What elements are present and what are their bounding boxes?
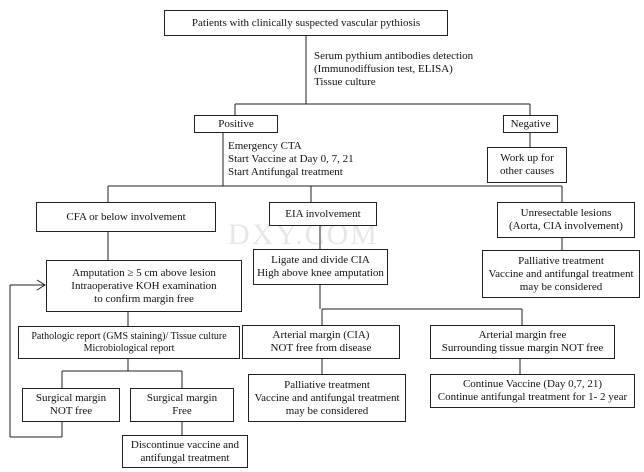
root-text: Patients with clinically suspected vascu… bbox=[191, 16, 421, 29]
palliative-top-line-2: Vaccine and antifungal treatment bbox=[488, 267, 634, 280]
ligate-line-1: Ligate and divide CIA bbox=[271, 254, 370, 266]
cfa-node: CFA or below involvement bbox=[36, 202, 216, 232]
surg-not-free-line-2: NOT free bbox=[49, 405, 93, 417]
palliative-mid-line-3: may be considered bbox=[285, 404, 369, 417]
unresectable-line-2: (Aorta, CIA involvement) bbox=[509, 220, 623, 232]
arterial-cia-line-2: NOT free from disease bbox=[270, 342, 372, 354]
positive-node: Positive bbox=[194, 115, 278, 133]
workup-line-2: other causes bbox=[499, 165, 555, 177]
amputation-line-2: Intraoperative KOH examination bbox=[71, 279, 217, 292]
unresectable-node: Unresectable lesions (Aorta, CIA involve… bbox=[497, 202, 635, 238]
tests-line-3: Tissue culture bbox=[314, 76, 376, 88]
arterial-free-line-1: Arterial margin free bbox=[478, 329, 567, 341]
palliative-top-node: Palliative treatment Vaccine and antifun… bbox=[482, 250, 640, 298]
positive-actions-line-1: Emergency CTA bbox=[228, 140, 302, 152]
discontinue-node: Discontinue vaccine and antifungal treat… bbox=[122, 435, 248, 468]
ligate-line-2: High above knee amputation bbox=[257, 267, 384, 279]
amputation-line-1: Amputation ≥ 5 cm above lesion bbox=[72, 266, 216, 279]
continue-line-1: Continue Vaccine (Day 0,7, 21) bbox=[462, 378, 603, 390]
root-node: Patients with clinically suspected vascu… bbox=[164, 10, 448, 36]
palliative-mid-line-1: Palliative treatment bbox=[284, 378, 370, 391]
discontinue-line-2: antifungal treatment bbox=[140, 451, 230, 464]
positive-actions-label: Emergency CTA Start Vaccine at Day 0, 7,… bbox=[228, 140, 354, 179]
discontinue-line-1: Discontinue vaccine and bbox=[130, 438, 240, 451]
tests-label: Serum pythium antibodies detection (Immu… bbox=[314, 50, 473, 89]
tests-line-2: (Immunodiffusion test, ELISA) bbox=[314, 63, 453, 75]
positive-actions-line-2: Start Vaccine at Day 0, 7, 21 bbox=[228, 153, 354, 165]
pathologic-line-2: Microbiological report bbox=[83, 342, 175, 354]
palliative-top-line-3: may be considered bbox=[519, 280, 603, 293]
negative-node: Negative bbox=[503, 115, 558, 133]
eia-text: EIA involvement bbox=[285, 207, 361, 220]
arterial-free-node: Arterial margin free Surrounding tissue … bbox=[430, 325, 615, 359]
surgical-margin-not-free-node: Surgical margin NOT free bbox=[22, 388, 120, 422]
arterial-free-line-2: Surrounding tissue margin NOT free bbox=[441, 342, 604, 354]
continue-line-2: Continue antifungal treatment for 1- 2 y… bbox=[437, 391, 628, 403]
palliative-top-line-1: Palliative treatment bbox=[518, 254, 604, 267]
tests-line-1: Serum pythium antibodies detection bbox=[314, 50, 474, 62]
surg-not-free-line-1: Surgical margin bbox=[35, 392, 107, 404]
surgical-margin-free-node: Surgical margin Free bbox=[130, 388, 234, 422]
ligate-node: Ligate and divide CIA High above knee am… bbox=[253, 249, 388, 285]
workup-line-1: Work up for bbox=[500, 152, 554, 164]
eia-node: EIA involvement bbox=[269, 202, 377, 226]
positive-actions-line-3: Start Antifungal treatment bbox=[228, 166, 343, 178]
continue-node: Continue Vaccine (Day 0,7, 21) Continue … bbox=[430, 374, 635, 408]
negative-text: Negative bbox=[510, 117, 551, 130]
unresectable-line-1: Unresectable lesions bbox=[520, 207, 612, 219]
positive-text: Positive bbox=[218, 117, 254, 130]
amputation-line-3: to confirm margin free bbox=[94, 292, 194, 305]
surg-free-line-2: Free bbox=[172, 405, 192, 417]
arterial-cia-node: Arterial margin (CIA) NOT free from dise… bbox=[242, 325, 400, 359]
arterial-cia-line-1: Arterial margin (CIA) bbox=[272, 329, 370, 341]
amputation-node: Amputation ≥ 5 cm above lesion Intraoper… bbox=[46, 260, 242, 312]
palliative-mid-node: Palliative treatment Vaccine and antifun… bbox=[248, 374, 406, 422]
palliative-mid-line-2: Vaccine and antifungal treatment bbox=[254, 391, 400, 404]
workup-node: Work up for other causes bbox=[487, 147, 567, 183]
cfa-text: CFA or below involvement bbox=[66, 210, 186, 223]
pathologic-line-1: Pathologic report (GMS staining)/ Tissue… bbox=[31, 330, 227, 342]
pathologic-node: Pathologic report (GMS staining)/ Tissue… bbox=[18, 326, 240, 359]
surg-free-line-1: Surgical margin bbox=[146, 392, 218, 404]
